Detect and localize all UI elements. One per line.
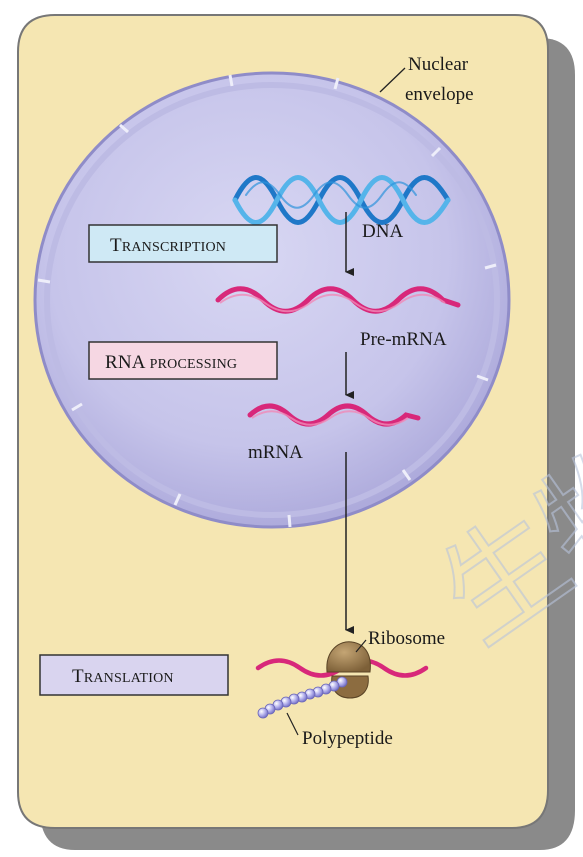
nuclear-envelope-label-line1: Nuclear (408, 54, 469, 75)
transcription-label-initial: T (110, 235, 122, 256)
mrna-label: mRNA (248, 442, 303, 463)
translation-label-rest: RANSLATION (84, 671, 174, 686)
translation-label-initial: T (72, 666, 84, 687)
rna-processing-label-initial: RNA (105, 352, 150, 373)
polypeptide-label: Polypeptide (302, 728, 393, 749)
transcription-label-rest: RANSCRIPTION (122, 240, 226, 255)
rna-processing-label-rest: PROCESSING (150, 357, 238, 372)
nuclear-envelope-label-line2: envelope (405, 84, 474, 105)
pre-mrna-label: Pre-mRNA (360, 329, 447, 350)
dna-label: DNA (362, 221, 403, 242)
ribosome-label: Ribosome (368, 628, 445, 649)
